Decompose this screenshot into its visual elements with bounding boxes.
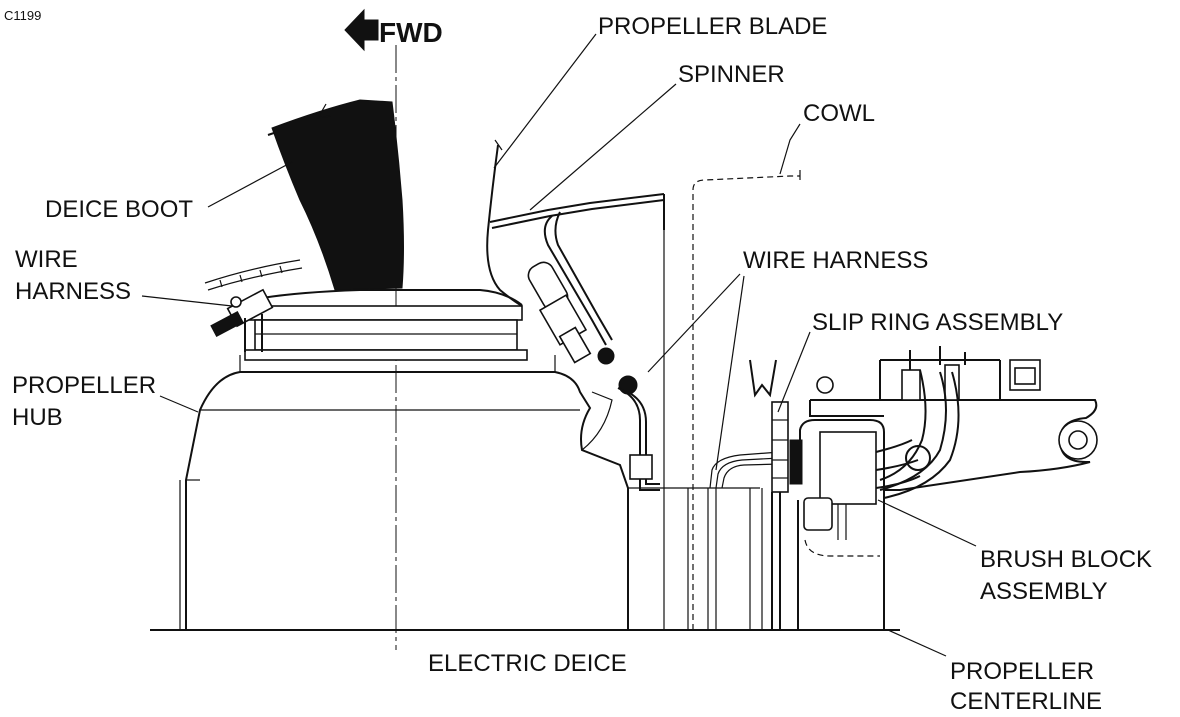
figure-id: C1199 (4, 8, 41, 23)
forward-arrow-icon (344, 8, 379, 52)
forward-direction-indicator: FWD (344, 8, 443, 52)
boot-lead-strip (204, 259, 303, 291)
label-cowl: COWL (803, 100, 875, 127)
leader-wire-harness-right-a (647, 273, 741, 373)
leader-slip-ring (777, 331, 811, 413)
leader-deice-boot (207, 161, 293, 208)
label-wire-harness-right: WIRE HARNESS (743, 247, 928, 274)
callout-labels: PROPELLER BLADE SPINNER COWL DEICE BOOT … (12, 13, 1152, 715)
label-spinner: SPINNER (678, 61, 785, 88)
leader-wire-harness-right-b (715, 275, 745, 471)
label-slip-ring-assembly: SLIP RING ASSEMBLY (812, 309, 1063, 336)
propeller-assembly-drawing (150, 45, 1098, 650)
label-wire-harness-left-line2: HARNESS (15, 278, 131, 305)
leader-spinner (529, 83, 677, 211)
cowl (692, 175, 800, 630)
spinner-connector (527, 261, 638, 395)
label-brush-block-line1: BRUSH BLOCK (980, 546, 1152, 573)
deice-boot (271, 99, 404, 291)
leader-lines (141, 33, 977, 657)
engine-flange (687, 488, 763, 630)
label-propeller-hub-line1: PROPELLER (12, 372, 156, 399)
leader-propeller-blade (493, 33, 597, 169)
brush-block-assembly (799, 419, 921, 630)
slip-ring-wires (709, 451, 781, 489)
leader-centerline (887, 629, 947, 657)
label-propeller-blade: PROPELLER BLADE (598, 13, 827, 40)
brush-block-bracket (809, 346, 1098, 491)
leader-cowl (779, 123, 801, 175)
label-centerline-line1: PROPELLER (950, 658, 1094, 685)
figure-caption: ELECTRIC DEICE (428, 650, 627, 677)
label-brush-block-line2: ASSEMBLY (980, 578, 1108, 605)
leader-wire-harness-left (141, 295, 233, 307)
spinner (489, 193, 665, 630)
blade-retention (244, 289, 528, 361)
brush-block-wires (879, 369, 960, 499)
label-propeller-hub-line2: HUB (12, 404, 63, 431)
leader-brush-block (877, 499, 977, 547)
slip-ring-assembly (749, 359, 803, 630)
left-harness-clamp (210, 288, 274, 352)
leader-propeller-hub (159, 395, 199, 413)
propeller-hub (179, 355, 629, 630)
forward-label: FWD (379, 17, 443, 48)
bulkhead (617, 387, 760, 630)
label-deice-boot: DEICE BOOT (45, 196, 193, 223)
label-centerline-line2: CENTERLINE (950, 688, 1102, 715)
label-wire-harness-left-line1: WIRE (15, 246, 78, 273)
